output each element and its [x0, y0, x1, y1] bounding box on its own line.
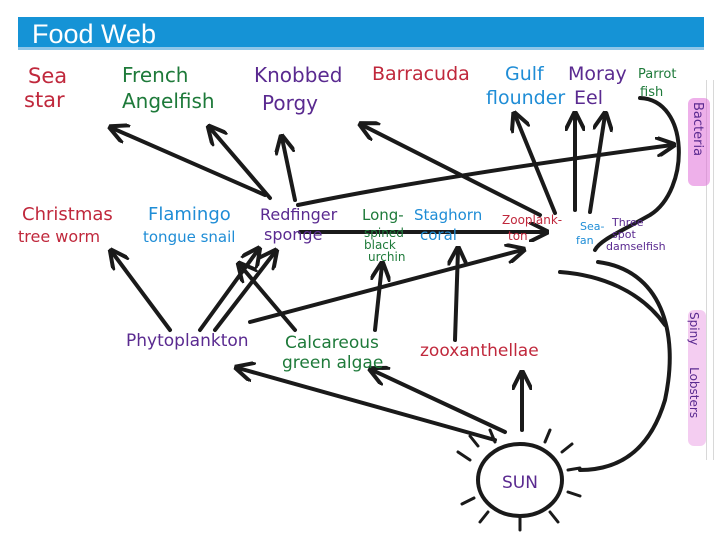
arrow-sun-to-algae — [372, 370, 507, 434]
producers: Phytoplankton Calcareous green algae zoo… — [126, 331, 539, 373]
arrow-algae-to-sponge — [240, 265, 297, 332]
long-spined-black-urchin-label: Long- spined black urchin — [362, 206, 409, 264]
side-rule — [706, 80, 714, 460]
sea-star-label: Sea star — [24, 64, 74, 112]
sun-label: SUN — [502, 473, 538, 493]
bacteria-label: Bacteria — [690, 102, 705, 156]
calcareous-green-algae-label: Calcareous green algae — [282, 333, 384, 373]
gulf-flounder-label: Gulf flounder — [486, 63, 565, 109]
phytoplankton-label: Phytoplankton — [126, 331, 249, 351]
knobbed-porgy-label: Knobbed Porgy — [254, 63, 349, 115]
flamingo-tongue-snail-label: Flamingo tongue snail — [143, 204, 237, 246]
side-labels: Bacteria Spiny Lobsters — [687, 98, 710, 446]
title-divider — [18, 47, 704, 50]
line-to-lobsters — [558, 270, 667, 327]
french-angelfish-label: French Angelfish — [122, 63, 215, 113]
barracuda-label: Barracuda — [372, 63, 470, 85]
arrow-damsel-to-barracuda — [362, 125, 542, 217]
parrot-fish-label: Parrot fish — [638, 67, 681, 100]
spiny-lobster-highlight — [688, 310, 706, 446]
page-title: Food Web — [32, 19, 157, 49]
spiny-lobsters-label: Spiny Lobsters — [687, 312, 701, 418]
zooxanthellae-label: zooxanthellae — [420, 341, 539, 361]
top-consumers: Sea star French Angelfish Knobbed Porgy … — [24, 63, 681, 115]
redfinger-sponge-label: Redfinger sponge — [260, 205, 342, 244]
energy-arrows — [112, 115, 605, 442]
sun: SUN — [456, 428, 582, 532]
arrow-zoox-to-coral — [455, 250, 458, 342]
staghorn-coral-label: Staghorn coral — [414, 206, 487, 244]
title-bar: Food Web — [18, 17, 704, 49]
threespot-damselfish-label: Sea- fan Three spot damselfish — [576, 216, 666, 253]
arrow-sun-to-phytoplankton — [238, 368, 497, 442]
arrow-phyto-to-sponge — [213, 252, 275, 332]
arrow-phyto-to-flamingo — [198, 250, 258, 332]
arrow-algae-to-urchin — [375, 265, 382, 332]
bacteria-highlight — [688, 98, 710, 186]
arrow-phyto-to-christmas-worm — [112, 252, 172, 332]
zooplankton-label: Zooplank- ton — [502, 213, 566, 243]
arrow-sponge-to-seastar — [112, 128, 267, 197]
sun-disk — [476, 442, 564, 518]
arrow-sponge-to-angelfish — [210, 128, 272, 200]
decomposer-lines — [296, 96, 681, 472]
arrow-phyto-to-zooplankton — [248, 250, 522, 324]
sun-rays — [456, 428, 582, 532]
christmas-tree-worm-label: Christmas tree worm — [18, 204, 119, 246]
moray-eel-label: Moray Eel — [568, 63, 633, 109]
line-to-bacteria — [296, 145, 672, 207]
arrow-sponge-to-porgy — [282, 138, 297, 202]
arrow-damsel-to-parrotfish — [588, 115, 605, 214]
line-bacteria-loop — [593, 96, 681, 252]
middle-consumers: Christmas tree worm Flamingo tongue snai… — [18, 204, 666, 264]
line-lobster-loop — [578, 260, 672, 472]
